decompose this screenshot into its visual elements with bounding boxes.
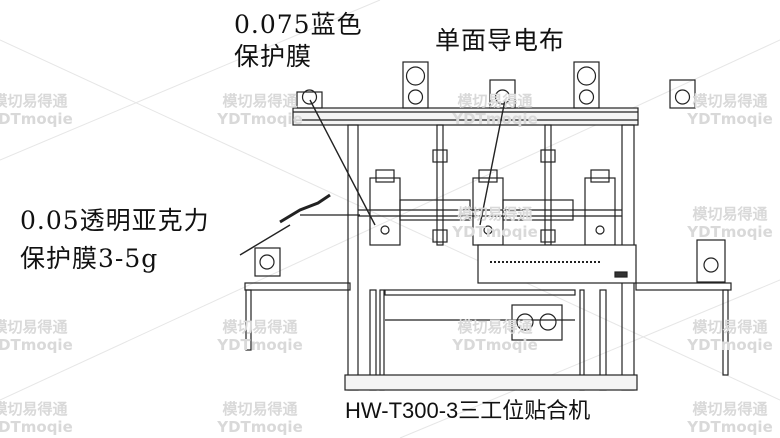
label-acrylic-film: 0.05透明亚克力 xyxy=(20,206,210,235)
machine-title: HW-T300-3三工位贴合机 xyxy=(345,398,591,423)
leader-lines xyxy=(239,99,506,256)
label-conductive-cloth: 单面导电布 xyxy=(435,26,566,55)
bottom-roller xyxy=(511,304,563,341)
station-2 xyxy=(472,169,574,246)
frame xyxy=(344,124,638,391)
roller xyxy=(669,79,696,109)
roller xyxy=(296,89,323,109)
right-conveyor xyxy=(635,239,732,376)
label-acrylic-film-2: 保护膜3-5g xyxy=(20,244,159,273)
left-conveyor xyxy=(244,193,360,351)
top-rail xyxy=(292,107,639,126)
station-1 xyxy=(369,169,471,246)
label-blue-film: 0.075蓝色 xyxy=(234,10,363,39)
roller xyxy=(489,79,516,109)
label-blue-film-2: 保护膜 xyxy=(234,42,313,71)
roller xyxy=(402,61,429,109)
control-panel xyxy=(477,244,637,284)
top-rollers xyxy=(296,61,696,109)
station-3 xyxy=(584,169,616,246)
roller xyxy=(573,61,600,109)
